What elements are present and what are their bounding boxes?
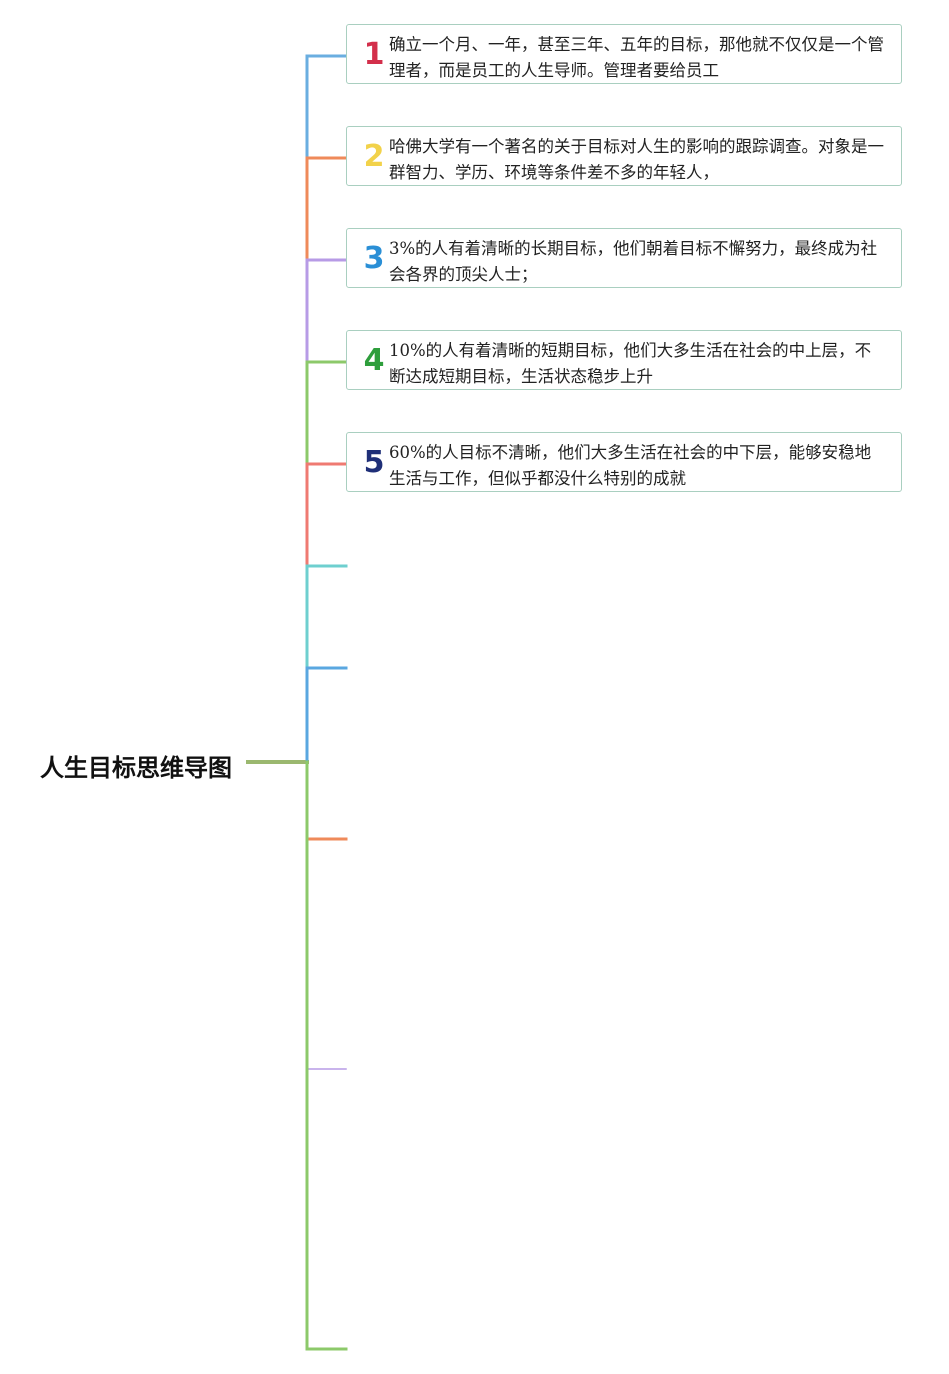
topic-number-3: 3 <box>363 241 385 276</box>
topic-box-2[interactable]: 2 哈佛大学有一个著名的关于目标对人生的影响的跟踪调查。对象是一群智力、学历、环… <box>346 126 902 186</box>
topic-number-4: 4 <box>363 343 385 378</box>
topic-text-3: 3%的人有着清晰的长期目标，他们朝着目标不懈努力，最终成为社会各界的顶尖人士； <box>389 239 878 284</box>
topic-box-1[interactable]: 1 确立一个月、一年，甚至三年、五年的目标，那他就不仅仅是一个管理者，而是员工的… <box>346 24 902 84</box>
topic-text-5: 60%的人目标不清晰，他们大多生活在社会的中下层，能够安稳地生活与工作，但似乎都… <box>389 443 872 488</box>
topic-box-3[interactable]: 3 3%的人有着清晰的长期目标，他们朝着目标不懈努力，最终成为社会各界的顶尖人士… <box>346 228 902 288</box>
topic-number-2: 2 <box>363 139 385 174</box>
root-topic-title: 人生目标思维导图 <box>40 754 232 782</box>
topic-box-4[interactable]: 4 10%的人有着清晰的短期目标，他们大多生活在社会的中上层，不断达成短期目标，… <box>346 330 902 390</box>
topic-text-2: 哈佛大学有一个著名的关于目标对人生的影响的跟踪调查。对象是一群智力、学历、环境等… <box>389 137 884 182</box>
topic-text-1: 确立一个月、一年，甚至三年、五年的目标，那他就不仅仅是一个管理者，而是员工的人生… <box>389 35 884 80</box>
topic-text-4: 10%的人有着清晰的短期目标，他们大多生活在社会的中上层，不断达成短期目标，生活… <box>389 341 872 386</box>
topic-number-5: 5 <box>363 445 385 480</box>
topic-number-1: 1 <box>363 37 385 72</box>
topic-box-5[interactable]: 5 60%的人目标不清晰，他们大多生活在社会的中下层，能够安稳地生活与工作，但似… <box>346 432 902 492</box>
